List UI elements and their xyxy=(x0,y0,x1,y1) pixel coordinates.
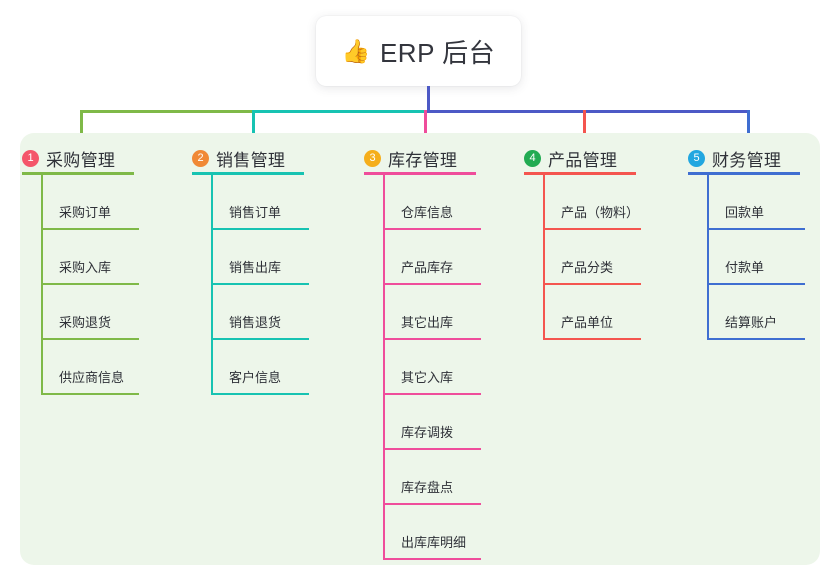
leaf-underline xyxy=(383,448,481,450)
leaf-label: 销售订单 xyxy=(229,205,282,220)
branch-header-1[interactable]: 1 采购管理 xyxy=(22,146,115,171)
branch-title-3: 库存管理 xyxy=(388,151,458,170)
branch-title-2: 销售管理 xyxy=(216,151,286,170)
drop-stem-3 xyxy=(424,110,427,148)
leaf-label: 结算账户 xyxy=(725,315,778,330)
leaf-underline xyxy=(707,338,805,340)
leaf-underline xyxy=(543,283,641,285)
thumbs-up-icon: 👍 xyxy=(341,37,371,64)
leaf-underline xyxy=(211,283,309,285)
trunk-segment-1 xyxy=(80,110,252,113)
leaf-label: 出库库明细 xyxy=(401,535,467,550)
branch-underline-1 xyxy=(22,172,134,175)
leaf-underline xyxy=(211,393,309,395)
leaf-underline xyxy=(211,338,309,340)
leaf-underline xyxy=(41,283,139,285)
leaf-label: 产品分类 xyxy=(561,260,614,275)
drop-stem-4 xyxy=(583,110,586,148)
leaf-label: 产品（物料） xyxy=(561,205,640,220)
leaf-label: 销售出库 xyxy=(229,260,282,275)
leaf-label: 采购入库 xyxy=(59,260,112,275)
leaf-label: 产品库存 xyxy=(401,260,454,275)
leaf-underline xyxy=(41,228,139,230)
leaf-label: 库存盘点 xyxy=(401,480,454,495)
leaf-label: 回款单 xyxy=(725,205,765,220)
branch-title-1: 采购管理 xyxy=(46,151,116,170)
branch-header-3[interactable]: 3 库存管理 xyxy=(364,146,457,171)
branch-underline-4 xyxy=(524,172,636,175)
branch-spine-4 xyxy=(543,175,545,340)
branch-title-5: 财务管理 xyxy=(712,151,782,170)
branch-badge-3: 3 xyxy=(364,150,381,167)
branch-underline-2 xyxy=(192,172,304,175)
leaf-underline xyxy=(383,393,481,395)
root-title: 👍 ERP 后台 xyxy=(342,33,495,70)
trunk-segment-2 xyxy=(252,110,424,113)
leaf-underline xyxy=(41,393,139,395)
branch-underline-5 xyxy=(688,172,800,175)
leaf-label: 销售退货 xyxy=(229,315,282,330)
leaf-label: 产品单位 xyxy=(561,315,614,330)
drop-stem-1 xyxy=(80,110,83,148)
drop-stem-2 xyxy=(252,110,255,148)
leaf-label: 供应商信息 xyxy=(59,370,125,385)
leaf-label: 其它入库 xyxy=(401,370,454,385)
leaf-underline xyxy=(383,503,481,505)
root-title-text: ERP 后台 xyxy=(379,37,496,68)
leaf-label: 仓库信息 xyxy=(401,205,454,220)
root-connector-stem xyxy=(427,86,430,111)
leaf-underline xyxy=(543,228,641,230)
leaf-label: 付款单 xyxy=(725,260,765,275)
leaf-label: 其它出库 xyxy=(401,315,454,330)
leaf-label: 库存调拨 xyxy=(401,425,454,440)
trunk-segment-4 xyxy=(424,110,750,113)
leaf-underline xyxy=(707,228,805,230)
branch-underline-3 xyxy=(364,172,476,175)
leaf-underline xyxy=(383,228,481,230)
leaf-underline xyxy=(383,283,481,285)
branch-spine-5 xyxy=(707,175,709,340)
leaf-label: 采购退货 xyxy=(59,315,112,330)
branch-badge-4: 4 xyxy=(524,150,541,167)
branch-badge-5: 5 xyxy=(688,150,705,167)
branch-spine-2 xyxy=(211,175,213,395)
drop-stem-5 xyxy=(747,110,750,148)
branch-title-4: 产品管理 xyxy=(548,151,618,170)
branch-badge-1: 1 xyxy=(22,150,39,167)
leaf-underline xyxy=(383,558,481,560)
branch-header-2[interactable]: 2 销售管理 xyxy=(192,146,285,171)
root-node[interactable]: 👍 ERP 后台 xyxy=(316,16,521,86)
branch-spine-1 xyxy=(41,175,43,395)
leaf-label: 客户信息 xyxy=(229,370,282,385)
branches-panel: 1 采购管理采购订单采购入库采购退货供应商信息 2 销售管理销售订单销售出库销售退货客… xyxy=(20,133,820,565)
branch-spine-3 xyxy=(383,175,385,560)
branch-badge-2: 2 xyxy=(192,150,209,167)
leaf-underline xyxy=(543,338,641,340)
leaf-underline xyxy=(41,338,139,340)
leaf-underline xyxy=(707,283,805,285)
leaf-label: 采购订单 xyxy=(59,205,112,220)
leaf-underline xyxy=(383,338,481,340)
branch-header-5[interactable]: 5 财务管理 xyxy=(688,146,781,171)
branch-header-4[interactable]: 4 产品管理 xyxy=(524,146,617,171)
leaf-underline xyxy=(211,228,309,230)
